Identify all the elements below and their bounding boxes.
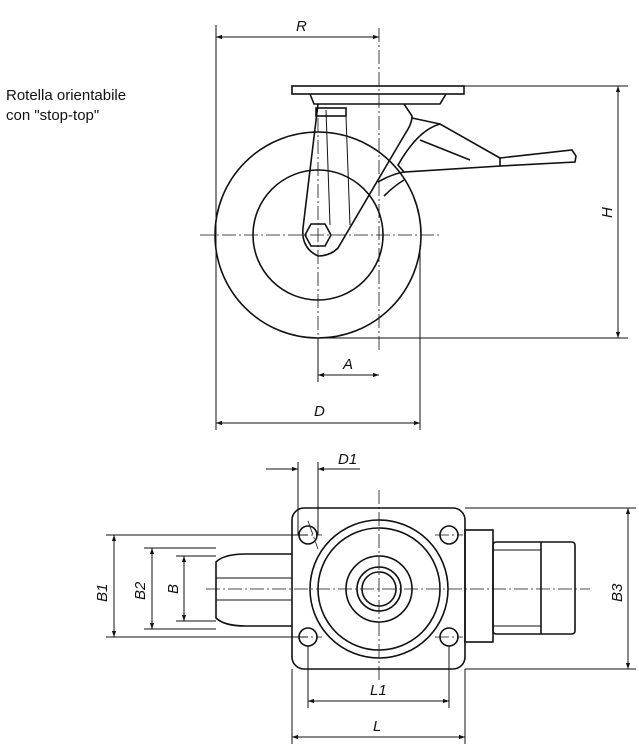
wheel-outline-left <box>215 553 292 627</box>
brake-arm <box>411 117 471 161</box>
fork-top-block <box>315 107 347 117</box>
dim-label-a: A <box>342 356 353 373</box>
dim-label-b3: B3 <box>609 583 626 602</box>
bolt-holes <box>294 520 463 647</box>
caption-line-2: con "stop-top" <box>6 107 100 124</box>
brake-lever-top <box>464 529 494 643</box>
dim-label-b1: B1 <box>94 584 111 602</box>
side-view: R H A D <box>200 18 628 430</box>
top-view: D1 B1 B2 B B3 L1 L <box>94 451 636 744</box>
brake-pedal <box>492 541 576 635</box>
fork-leg-rear <box>317 103 413 257</box>
dim-label-l1: L1 <box>370 682 387 699</box>
brake-body <box>397 123 501 173</box>
axle-nut <box>304 223 332 247</box>
fork-inner <box>325 109 351 226</box>
dim-label-r: R <box>296 18 307 35</box>
dim-label-b2: B2 <box>132 581 149 600</box>
fork-leg-front <box>301 103 319 257</box>
wheel-inner-left <box>216 577 292 601</box>
caption-line-1: Rotella orientabile <box>6 87 127 104</box>
dim-label-h: H <box>599 207 616 218</box>
dim-label-d: D <box>314 403 325 420</box>
mounting-plate <box>291 85 465 95</box>
swivel-housing <box>309 93 447 105</box>
dim-label-b: B <box>165 584 182 594</box>
brake-lever <box>499 149 577 167</box>
dim-label-d1: D1 <box>338 451 357 468</box>
brake-pad <box>377 171 405 197</box>
caption: Rotella orientabile con "stop-top" <box>6 86 126 126</box>
dim-label-l: L <box>373 718 381 735</box>
